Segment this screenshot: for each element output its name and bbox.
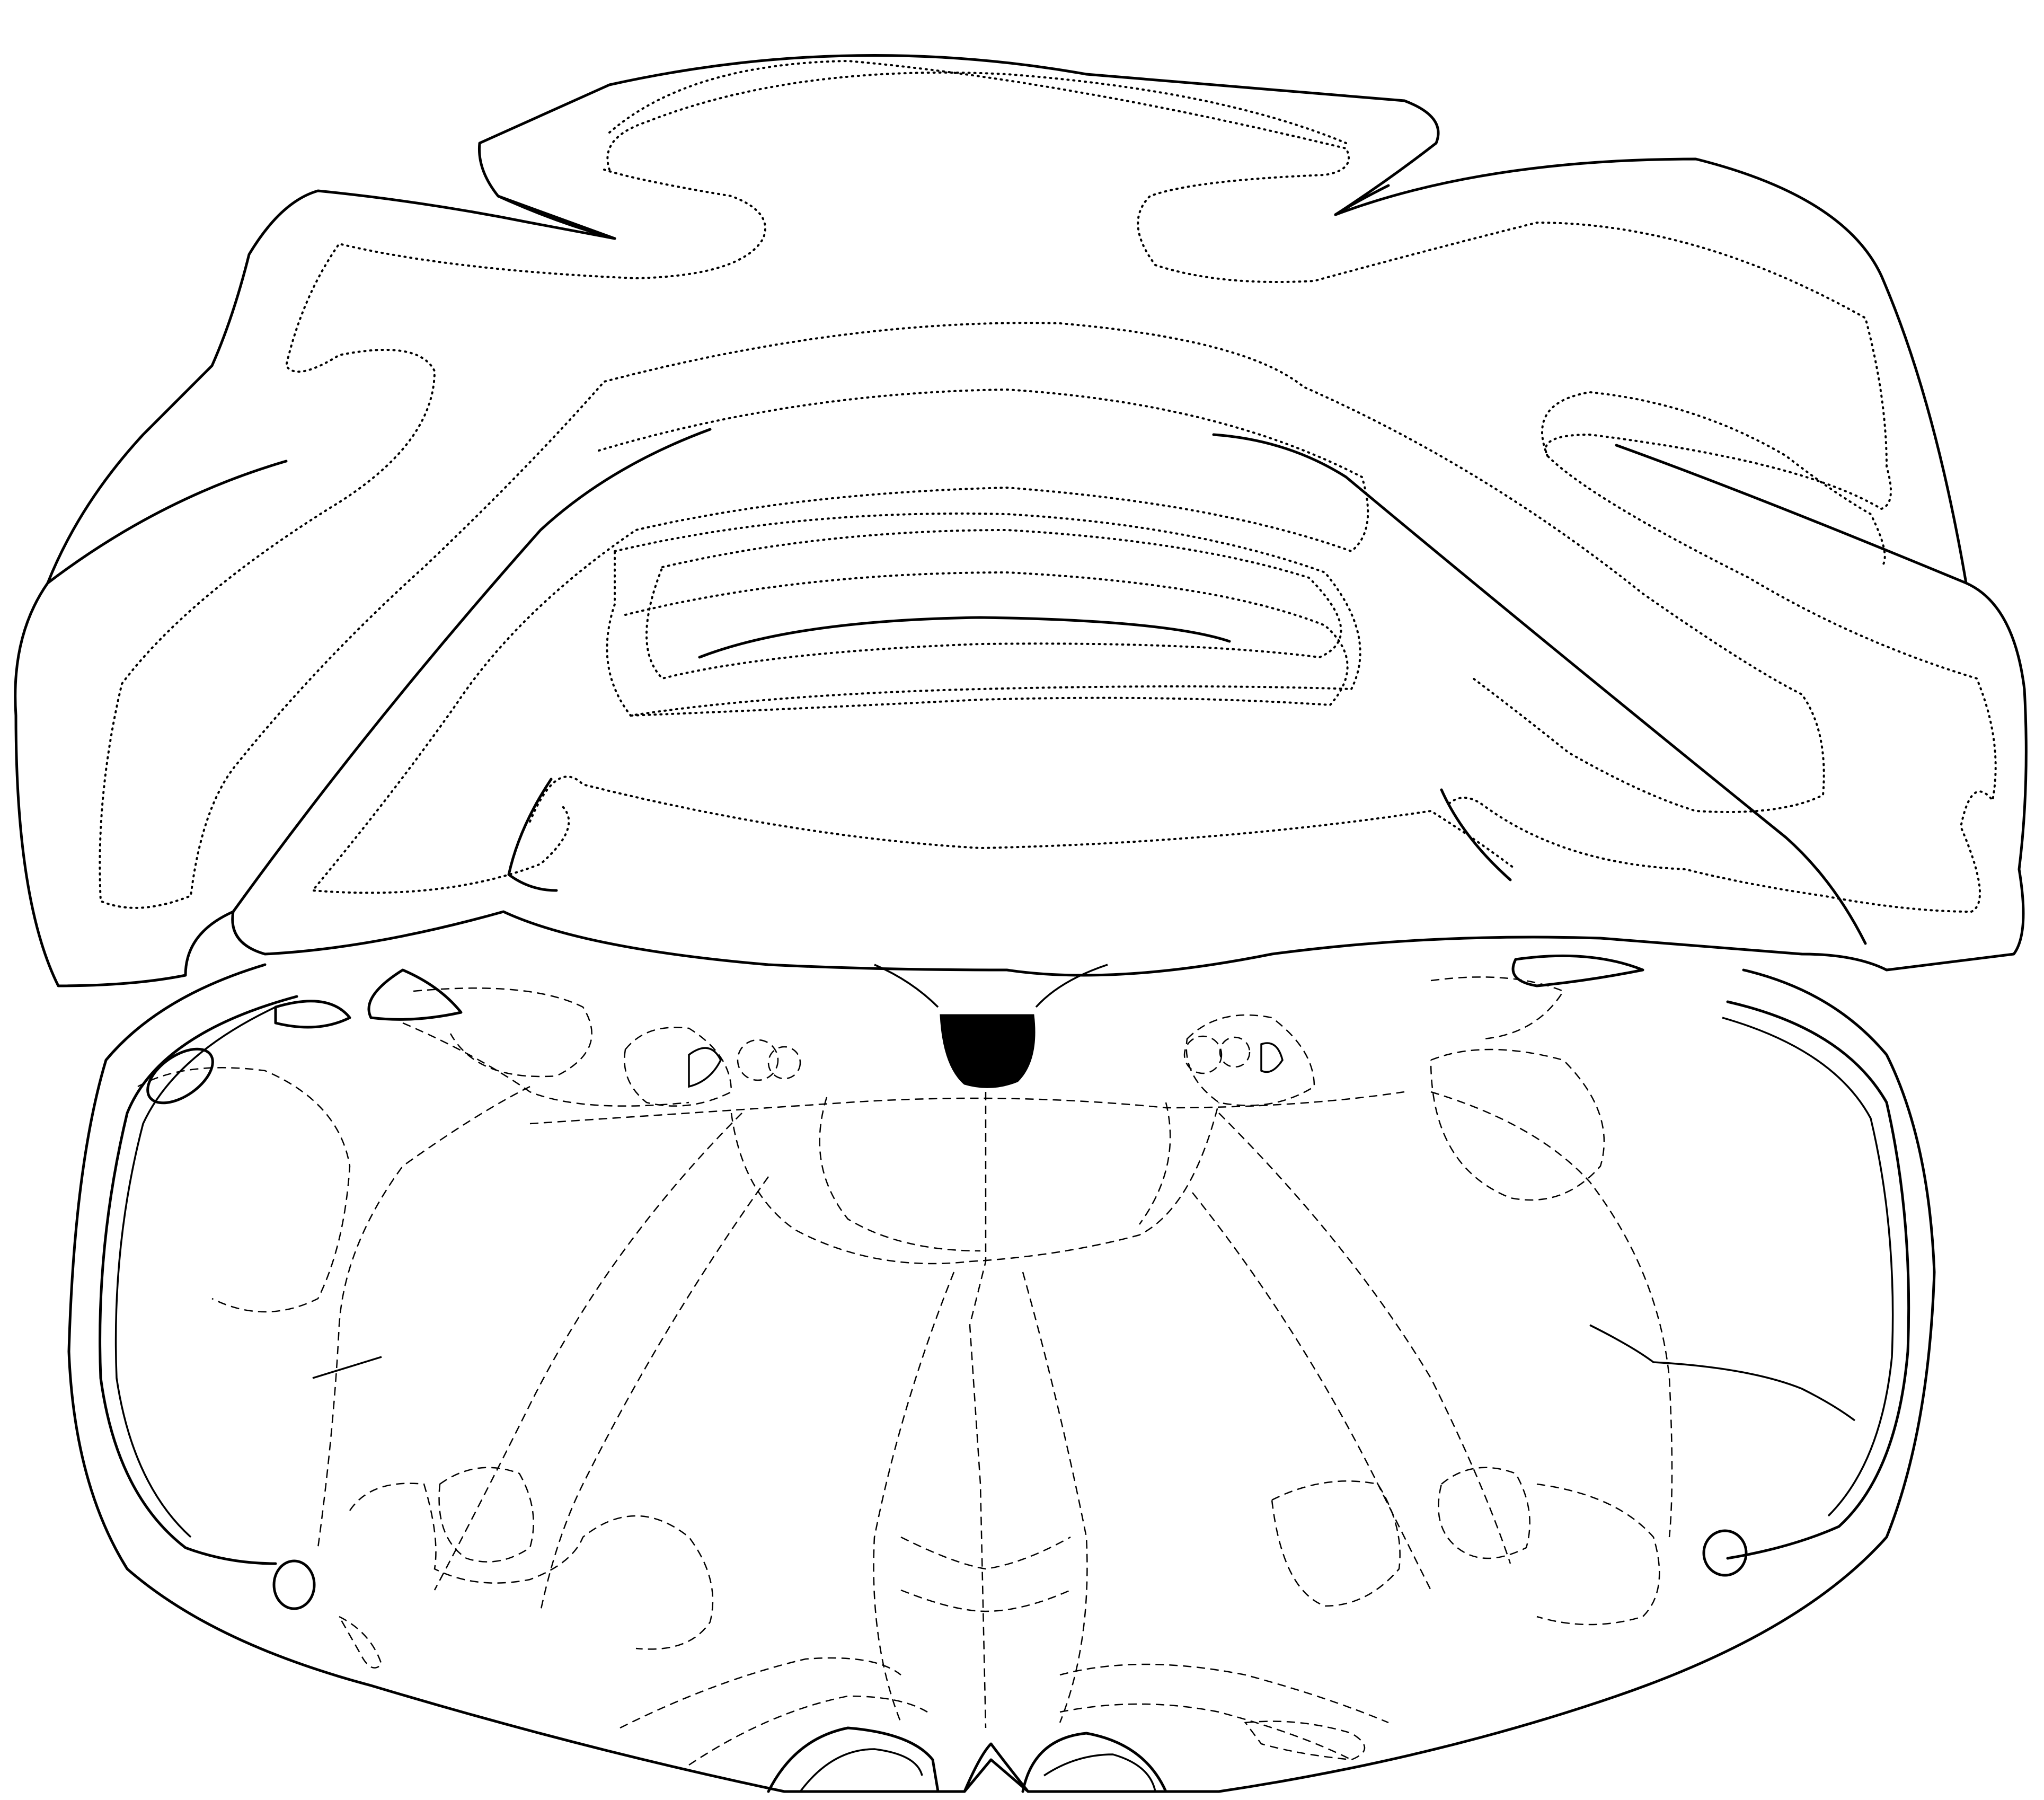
dashed-lateral-left bbox=[318, 1087, 530, 1548]
dashed-nucleus-right-a bbox=[1184, 1036, 1222, 1073]
dashed-boundary-4 bbox=[731, 1102, 1219, 1264]
fissure-mid-left bbox=[233, 429, 710, 912]
right-pyramid bbox=[1023, 1733, 1166, 1792]
dashed-median-right bbox=[1023, 1272, 1087, 1723]
small-nucleus-right bbox=[1261, 1043, 1282, 1072]
dashed-tract-left-2 bbox=[541, 1177, 768, 1611]
nuclei-boundaries bbox=[138, 977, 1672, 1765]
dashed-upper-left-ring bbox=[413, 988, 592, 1077]
brainstem-outline bbox=[69, 965, 1934, 1792]
dashed-lat-nucleus-right bbox=[1431, 1049, 1604, 1200]
left-cerebellar-peduncle bbox=[369, 970, 461, 1019]
left-upper-lobe bbox=[276, 1001, 350, 1027]
dashed-median-left bbox=[874, 1272, 954, 1723]
right-olive-small bbox=[1704, 1531, 1746, 1575]
small-nucleus-left bbox=[689, 1048, 721, 1087]
dashed-ventral-right-2 bbox=[1060, 1704, 1351, 1760]
dashed-left-lobe-region bbox=[624, 1027, 731, 1106]
fissure-lower-left bbox=[509, 779, 556, 890]
white-matter-ring-2 bbox=[607, 514, 1360, 716]
white-matter-lower bbox=[530, 777, 1516, 869]
dashed-olive-right bbox=[1438, 1468, 1529, 1558]
white-matter-inner bbox=[647, 530, 1341, 678]
dashed-nucleus-left-a bbox=[738, 1040, 778, 1080]
ventricle-marker bbox=[941, 1015, 1034, 1087]
dashed-cross-left bbox=[901, 1537, 1070, 1569]
dashed-boundary-1 bbox=[403, 1023, 689, 1106]
right-pyramid-inner bbox=[1044, 1754, 1155, 1792]
brainstem bbox=[69, 956, 1934, 1792]
dashed-tract-left-1 bbox=[435, 1113, 742, 1590]
left-pyramid bbox=[768, 1728, 938, 1792]
white-matter-outer bbox=[609, 61, 1996, 912]
dashed-tract-right-1 bbox=[1219, 1113, 1510, 1564]
dashed-olive-left bbox=[439, 1468, 534, 1562]
dashed-right-lobe-region bbox=[1187, 1015, 1314, 1106]
dashed-olive-right-outer-2 bbox=[1537, 1484, 1659, 1625]
dashed-ventral-left bbox=[620, 1658, 901, 1728]
trigeminal-tract-left bbox=[313, 1357, 382, 1378]
dashed-nucleus-right-b bbox=[1220, 1037, 1250, 1067]
dashed-boundary-6 bbox=[1139, 1102, 1170, 1224]
white-matter-ring-1 bbox=[313, 390, 1368, 893]
dashed-small-left bbox=[339, 1617, 382, 1668]
fissure-right-lobe bbox=[1616, 445, 1966, 583]
fissure-lower-right bbox=[1441, 790, 1510, 880]
fissure-center bbox=[700, 617, 1229, 657]
white-matter-left bbox=[100, 170, 1824, 908]
dashed-boundary-2 bbox=[530, 1092, 1404, 1124]
dashed-tract-right-2 bbox=[1192, 1193, 1431, 1590]
dashed-boundary-3 bbox=[970, 1092, 986, 1728]
brainstem-inner-outline-2 bbox=[116, 1007, 1893, 1537]
cerebellum bbox=[15, 55, 2027, 986]
fissure-left-lobe bbox=[48, 461, 286, 583]
dashed-cross-left-2 bbox=[901, 1590, 1070, 1611]
fissure-mid-right bbox=[1214, 435, 1865, 943]
dashed-lat-nucleus-left bbox=[138, 1067, 350, 1312]
cerebellum-outline bbox=[15, 55, 2027, 986]
white-matter-ring-3 bbox=[625, 572, 1348, 716]
left-pyramid-inner bbox=[800, 1749, 922, 1792]
trigeminal-tract-right bbox=[1590, 1325, 1855, 1420]
white-matter-right-lobe bbox=[1542, 392, 1885, 567]
dashed-olive-right-outer bbox=[1272, 1481, 1400, 1606]
dashed-olive-left-outer bbox=[350, 1484, 713, 1649]
dashed-ventral-left-2 bbox=[689, 1696, 927, 1765]
dashed-boundary-5 bbox=[820, 1097, 980, 1251]
left-olive-small bbox=[274, 1561, 314, 1609]
dashed-ventral-right-3 bbox=[1245, 1722, 1365, 1760]
